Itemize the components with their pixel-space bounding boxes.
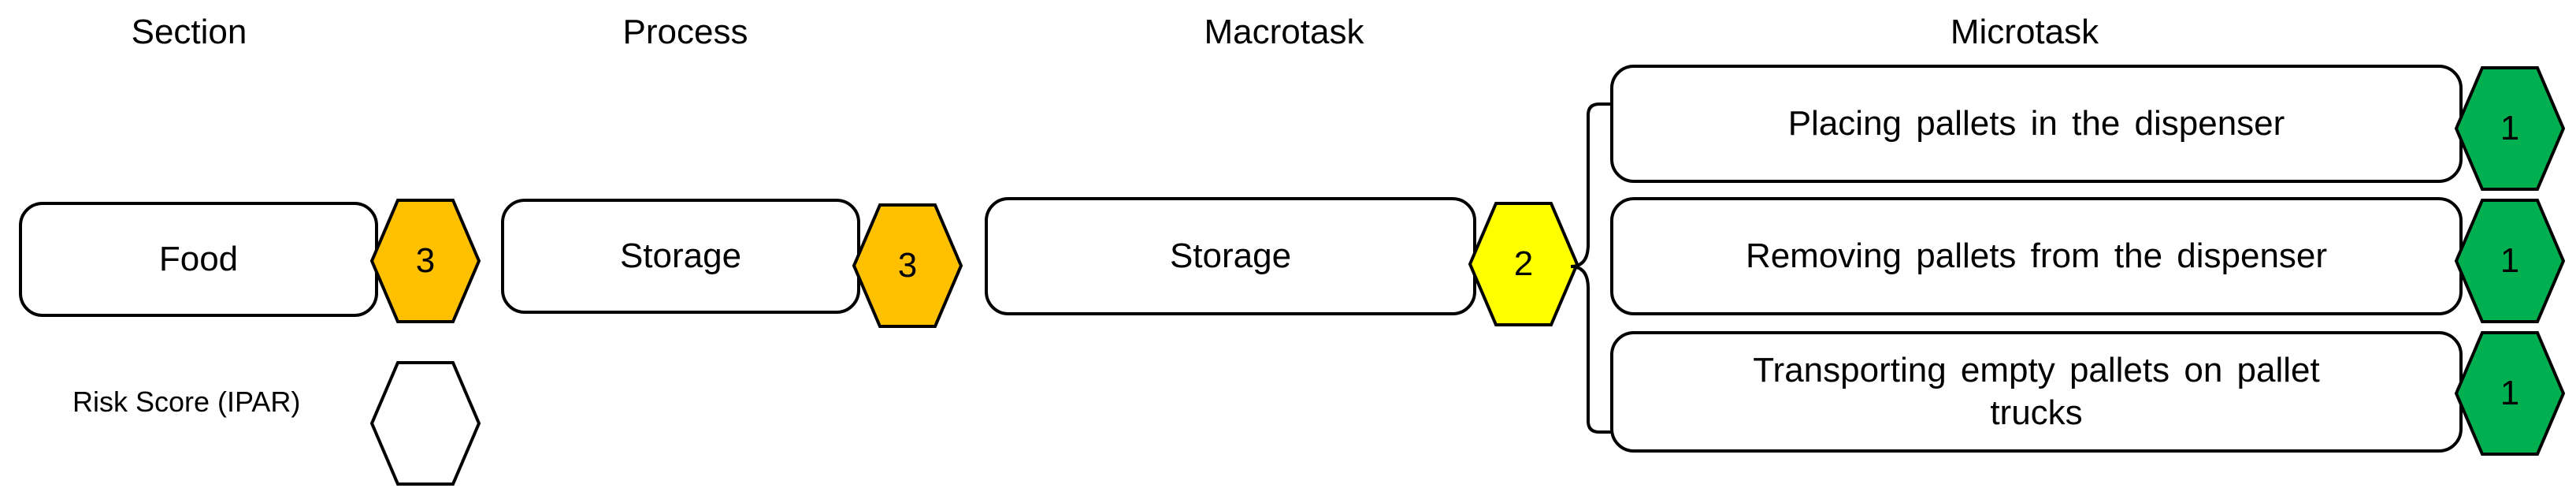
process-box: Storage — [501, 199, 860, 314]
legend-hexagon — [369, 361, 481, 486]
macrotask-score-shape — [1468, 202, 1579, 326]
macrotask-score: 2 — [1513, 244, 1534, 283]
header-section: Section — [131, 13, 247, 51]
section-score-shape — [369, 199, 481, 323]
microtask-label: Removing pallets from the dispenser — [1745, 237, 2328, 275]
legend-label: Risk Score (IPAR) — [72, 386, 301, 418]
macrotask-score-hexagon: 2 — [1468, 202, 1579, 326]
header-process: Process — [622, 13, 748, 51]
process-score-hexagon: 3 — [852, 203, 963, 328]
microtask-score-shape — [2454, 331, 2566, 456]
microtask-label: Placing pallets in the dispenser — [1787, 104, 2285, 143]
macrotask-box: Storage — [985, 197, 1476, 315]
section-score-hexagon: 3 — [369, 199, 481, 323]
header-microtask: Microtask — [1950, 13, 2099, 51]
section-score: 3 — [415, 241, 436, 280]
microtask-score-hexagon: 1 — [2454, 331, 2566, 456]
microtask-score-hexagon: 1 — [2454, 199, 2566, 323]
microtask-score: 1 — [2500, 109, 2520, 147]
macrotask-label: Storage — [1169, 237, 1292, 275]
process-label: Storage — [619, 237, 742, 275]
legend-hexagon-shape — [369, 361, 481, 486]
microtask-box: Transporting empty pallets on pallet tru… — [1610, 331, 2463, 453]
microtask-score: 1 — [2500, 374, 2520, 412]
microtask-box: Removing pallets from the dispenser — [1610, 197, 2463, 315]
process-score-shape — [852, 203, 963, 328]
header-macrotask: Macrotask — [1204, 13, 1364, 51]
microtask-score-hexagon: 1 — [2454, 66, 2566, 191]
section-box: Food — [19, 202, 378, 317]
microtask-score-shape — [2454, 199, 2566, 323]
section-label: Food — [158, 240, 239, 278]
microtask-bracket — [1570, 102, 1621, 434]
microtask-box: Placing pallets in the dispenser — [1610, 65, 2463, 183]
microtask-score-shape — [2454, 66, 2566, 191]
process-score: 3 — [897, 246, 918, 285]
microtask-label: Transporting empty pallets on pallet tru… — [1753, 351, 2320, 432]
microtask-score: 1 — [2500, 241, 2520, 280]
